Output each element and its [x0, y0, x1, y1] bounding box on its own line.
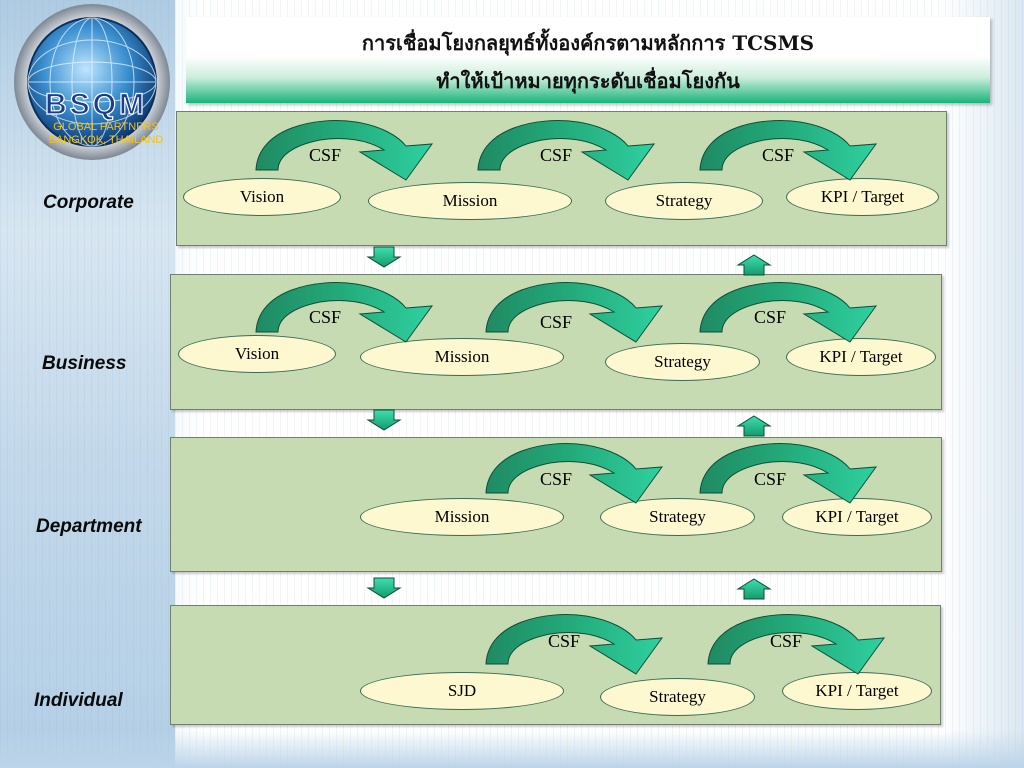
node-mission: Mission: [360, 498, 564, 536]
node-mission: Mission: [360, 338, 564, 376]
node-strategy: Strategy: [600, 678, 755, 716]
level-label-business: Business: [42, 353, 127, 374]
level-label-department: Department: [36, 516, 142, 537]
node-strategy: Strategy: [605, 182, 763, 220]
title-line-1: การเชื่อมโยงกลยุทธ์ทั้งองค์กรตามหลักการ …: [361, 31, 815, 55]
node-sjd: SJD: [360, 672, 564, 710]
node-kpi-target: KPI / Target: [782, 672, 932, 710]
node-vision: Vision: [178, 335, 336, 373]
csf-label: CSF: [309, 307, 342, 327]
level-label-individual: Individual: [34, 690, 123, 711]
node-mission: Mission: [368, 182, 572, 220]
node-kpi-target: KPI / Target: [786, 338, 936, 376]
node-strategy: Strategy: [600, 498, 755, 536]
node-strategy: Strategy: [605, 343, 760, 381]
background-bottom-band: [0, 730, 1024, 768]
node-kpi-target: KPI / Target: [782, 498, 932, 536]
csf-label: CSF: [548, 631, 581, 651]
level-label-corporate: Corporate: [43, 192, 134, 213]
node-vision: Vision: [183, 178, 341, 216]
csf-label: CSF: [754, 469, 787, 489]
logo-tagline-2: BANGKOK, THAILAND: [49, 134, 164, 146]
csf-label: CSF: [309, 145, 342, 165]
logo-wordmark: BSQM: [45, 88, 147, 121]
title-banner: การเชื่อมโยงกลยุทธ์ทั้งองค์กรตามหลักการ …: [186, 17, 990, 103]
csf-label: CSF: [540, 145, 573, 165]
title-line-2: ทำให้เป้าหมายทุกระดับเชื่อมโยงกัน: [436, 69, 740, 93]
csf-label: CSF: [540, 469, 573, 489]
logo-tagline-1: GLOBAL PARTNERS: [53, 121, 159, 133]
bsqm-logo: BSQM GLOBAL PARTNERS BANGKOK, THAILAND: [14, 4, 170, 160]
node-kpi-target: KPI / Target: [786, 178, 939, 216]
csf-label: CSF: [540, 312, 573, 332]
csf-label: CSF: [754, 307, 787, 327]
csf-label: CSF: [770, 631, 803, 651]
csf-label: CSF: [762, 145, 795, 165]
